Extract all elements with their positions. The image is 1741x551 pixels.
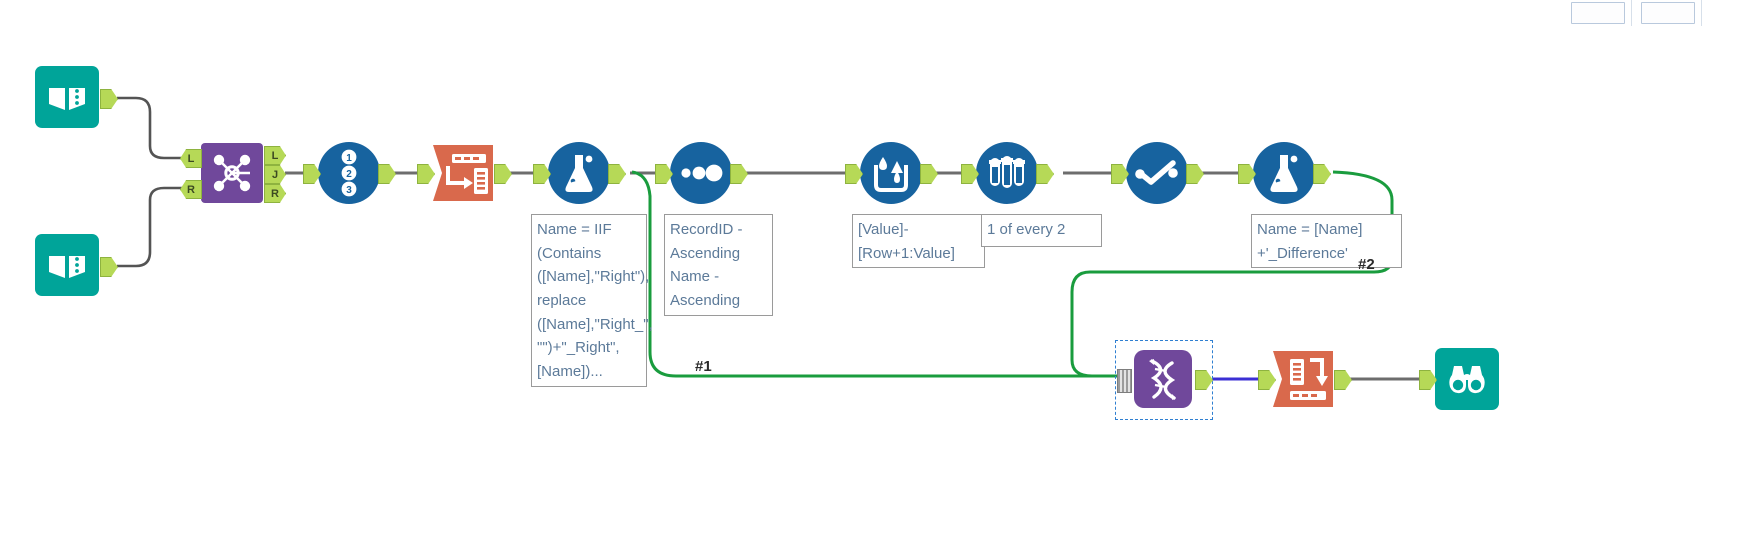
- transpose-output-anchor[interactable]: [494, 164, 512, 184]
- record-id-input-anchor[interactable]: [303, 164, 321, 184]
- checkmark-dots-icon: [1135, 160, 1178, 185]
- join-output-join-anchor[interactable]: J: [264, 165, 286, 184]
- tool-join[interactable]: L R L J R: [180, 143, 286, 203]
- three-dots-icon: [681, 164, 723, 182]
- window-chrome-strip: [1551, 0, 1741, 26]
- tool-cross-tab[interactable]: [1258, 348, 1352, 410]
- chrome-divider-2: [1701, 0, 1702, 26]
- book-icon: [49, 250, 85, 278]
- transpose-input-anchor[interactable]: [417, 164, 435, 184]
- tool-union[interactable]: [1115, 340, 1213, 420]
- book-icon: [49, 82, 85, 110]
- formula-2-body[interactable]: [1253, 142, 1315, 204]
- multi-row-annotation: [Value]- [Row+1:Value]: [852, 214, 985, 269]
- crosstab-icon: [1273, 351, 1333, 407]
- wire-formula2-union-2: [1070, 170, 1394, 378]
- input-data-1-body[interactable]: [35, 66, 99, 128]
- record-id-body[interactable]: 1 2 3: [318, 142, 380, 204]
- union-output-anchor[interactable]: [1195, 370, 1213, 390]
- wire-formula1-union-1: [631, 170, 1120, 378]
- sample-annotation: 1 of every 2: [981, 214, 1102, 247]
- sort-output-anchor[interactable]: [730, 164, 748, 184]
- sort-input-anchor[interactable]: [655, 164, 673, 184]
- formula-1-output-anchor[interactable]: [608, 164, 626, 184]
- chrome-divider: [1631, 0, 1632, 26]
- tool-formula-2[interactable]: [1238, 142, 1331, 204]
- filter-body[interactable]: [1126, 142, 1188, 204]
- filter-output-anchor[interactable]: [1186, 164, 1204, 184]
- tool-transpose[interactable]: [417, 142, 512, 204]
- record-id-output-anchor[interactable]: [378, 164, 396, 184]
- tool-browse[interactable]: [1419, 348, 1499, 410]
- connection-label-1: #1: [695, 358, 712, 375]
- cross-tab-input-anchor[interactable]: [1258, 370, 1276, 390]
- union-input-anchor-multi[interactable]: [1117, 369, 1132, 393]
- svg-text:2: 2: [346, 169, 352, 180]
- tool-record-id[interactable]: 1 2 3: [303, 142, 396, 204]
- tool-filter[interactable]: [1111, 142, 1204, 204]
- formula-1-body[interactable]: [548, 142, 610, 204]
- wire-input2-join: [117, 186, 188, 268]
- sort-body[interactable]: [670, 142, 732, 204]
- transpose-icon: [433, 145, 493, 201]
- wire-input1-join: [117, 96, 188, 160]
- transpose-body[interactable]: [430, 142, 496, 204]
- formula-2-input-anchor[interactable]: [1238, 164, 1256, 184]
- tool-formula-1[interactable]: [533, 142, 626, 204]
- tool-input-data-1[interactable]: [35, 66, 118, 128]
- filter-input-anchor[interactable]: [1111, 164, 1129, 184]
- formula-2-output-anchor[interactable]: [1313, 164, 1331, 184]
- join-nodes-icon: [213, 154, 251, 192]
- browse-body[interactable]: [1435, 348, 1499, 410]
- sample-body[interactable]: [976, 142, 1038, 204]
- multi-row-body[interactable]: [860, 142, 922, 204]
- chrome-box-left[interactable]: [1571, 2, 1625, 24]
- join-input-right-anchor[interactable]: R: [180, 180, 202, 199]
- formula-1-annotation: Name = IIF (Contains ([Name],"Right"), r…: [531, 214, 653, 387]
- formula-1-input-anchor[interactable]: [533, 164, 551, 184]
- chrome-box-right[interactable]: [1641, 2, 1695, 24]
- input-data-1-output-anchor[interactable]: [100, 89, 118, 109]
- connection-label-2: #2: [1358, 256, 1375, 273]
- flask-icon: [1270, 155, 1298, 192]
- flask-icon: [565, 155, 593, 192]
- union-body[interactable]: [1134, 350, 1192, 408]
- cross-tab-body[interactable]: [1270, 348, 1336, 410]
- join-output-left-anchor[interactable]: L: [264, 146, 286, 165]
- numbered-circles-icon: 1 2 3: [341, 149, 357, 197]
- tool-input-data-2[interactable]: [35, 234, 118, 296]
- svg-text:3: 3: [346, 185, 352, 196]
- svg-text:1: 1: [346, 153, 352, 164]
- browse-input-anchor[interactable]: [1419, 370, 1437, 390]
- input-data-2-output-anchor[interactable]: [100, 257, 118, 277]
- sample-output-anchor[interactable]: [1036, 164, 1054, 184]
- join-body[interactable]: [201, 143, 263, 203]
- join-output-right-anchor[interactable]: R: [264, 184, 286, 203]
- union-helix-icon: [1149, 359, 1176, 400]
- sort-annotation: RecordID - Ascending Name - Ascending: [664, 214, 773, 316]
- join-input-left-anchor[interactable]: L: [180, 149, 202, 168]
- tool-sort[interactable]: [655, 142, 748, 204]
- test-tubes-icon: [989, 156, 1025, 188]
- tool-sample[interactable]: [961, 142, 1054, 204]
- multi-row-input-anchor[interactable]: [845, 164, 863, 184]
- formula-2-annotation: Name = [Name] +'_Difference': [1251, 214, 1402, 269]
- binoculars-icon: [1449, 366, 1485, 394]
- tool-multi-row-formula[interactable]: [845, 142, 938, 204]
- cross-tab-output-anchor[interactable]: [1334, 370, 1352, 390]
- sample-input-anchor[interactable]: [961, 164, 979, 184]
- input-data-2-body[interactable]: [35, 234, 99, 296]
- bucket-drops-icon: [874, 157, 908, 192]
- multi-row-output-anchor[interactable]: [920, 164, 938, 184]
